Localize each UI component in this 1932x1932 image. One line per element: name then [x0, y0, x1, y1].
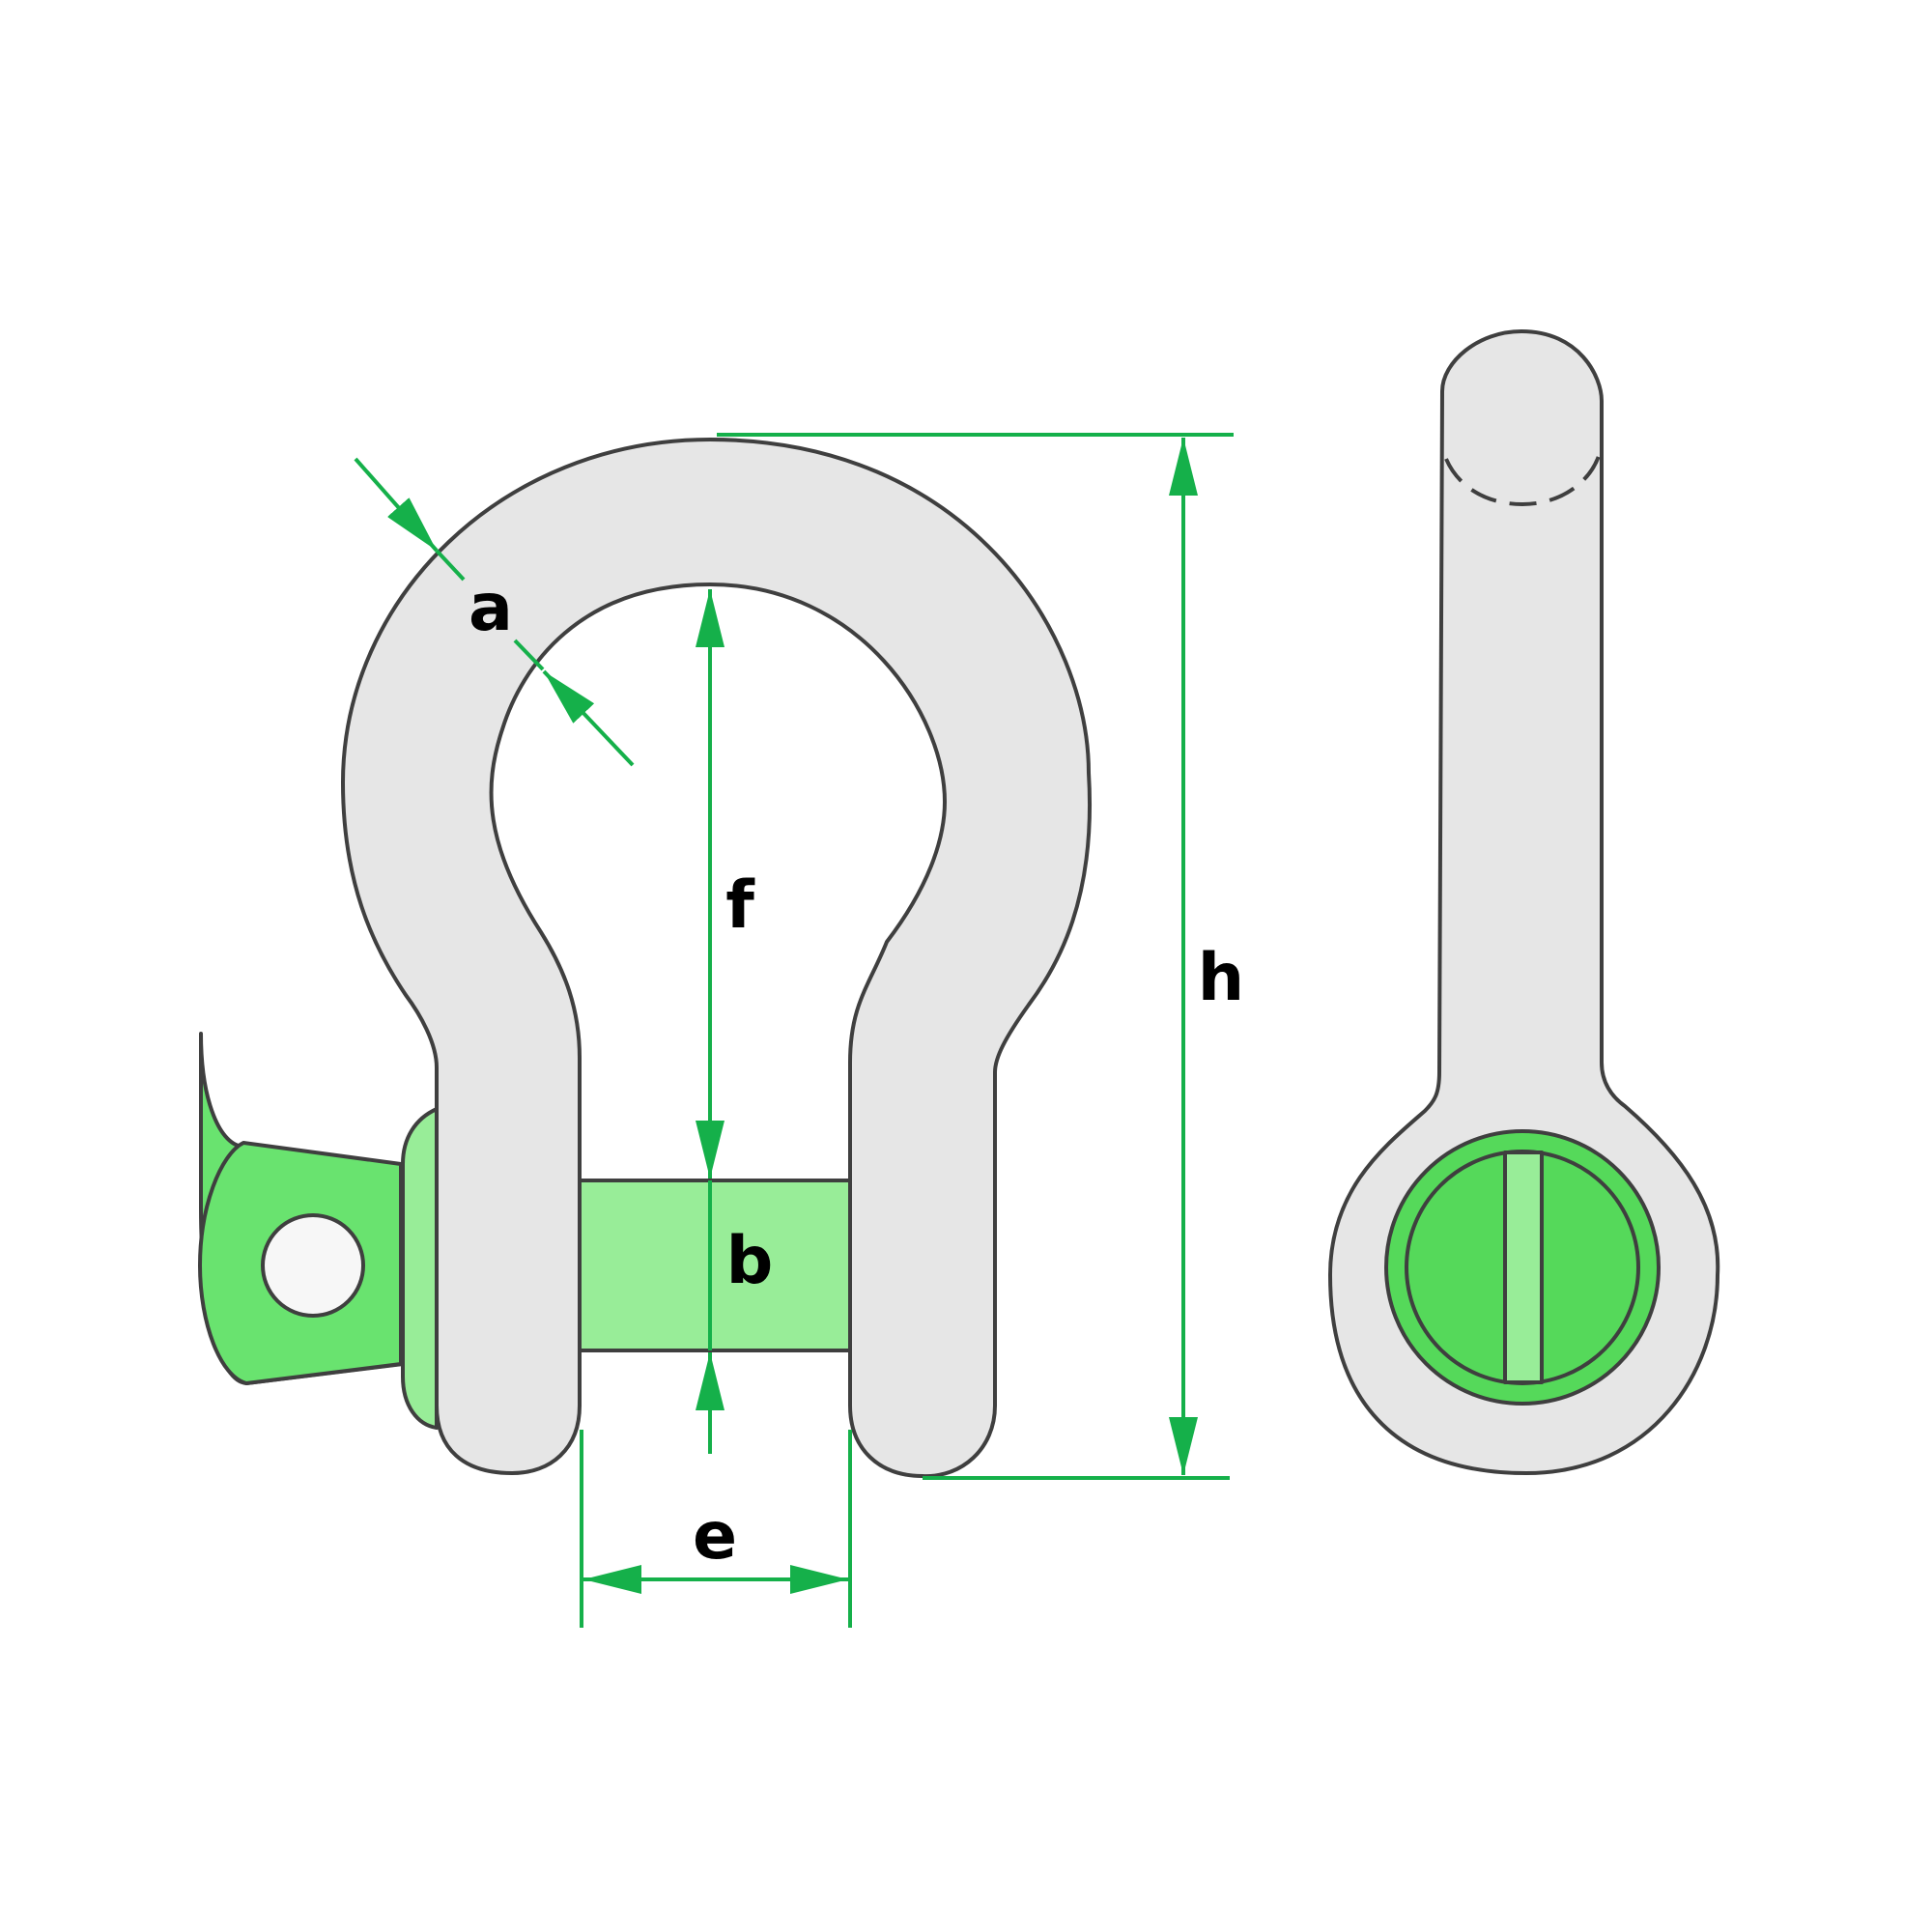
shackle-side-view	[1328, 329, 1720, 1475]
dim-a-arrow-inner	[542, 669, 635, 767]
shackle-bow	[341, 438, 1092, 1479]
dimension-labels: a f b e h	[469, 570, 1244, 1575]
pin-collar	[401, 1107, 439, 1430]
side-pin-slot	[1503, 1151, 1544, 1384]
pin-eye-hole	[261, 1213, 365, 1318]
label-b: b	[726, 1223, 774, 1299]
dimension-lines	[354, 433, 1234, 1628]
label-e: e	[693, 1498, 737, 1575]
label-f: f	[725, 867, 755, 944]
pin-shaft	[578, 1179, 852, 1352]
label-h: h	[1198, 940, 1244, 1016]
label-a: a	[469, 570, 513, 646]
side-hidden-edge	[1444, 455, 1601, 507]
shackle-front-view	[198, 438, 1092, 1479]
dim-a-arrow-outer	[354, 457, 439, 553]
dim-a-guide-inner	[513, 639, 545, 671]
dim-a-guide	[435, 549, 466, 582]
